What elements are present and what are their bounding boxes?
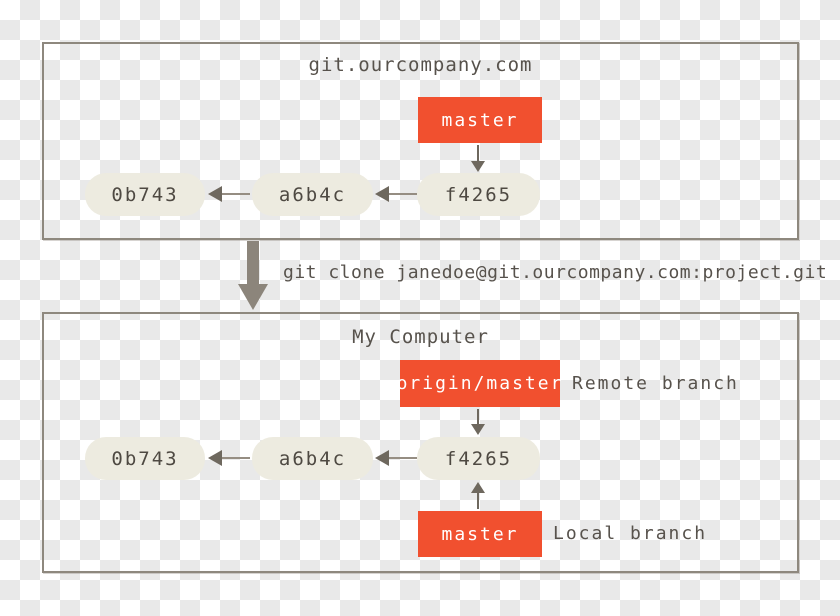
local-master-branch-text: master	[441, 523, 519, 545]
commit-node: 0b743	[85, 173, 205, 216]
commit-node: a6b4c	[252, 173, 373, 216]
arrow-down-icon	[470, 409, 486, 435]
local-computer-title: My Computer	[352, 326, 489, 348]
remote-server-box: git.ourcompany.com	[42, 42, 799, 240]
commit-hash: f4265	[444, 447, 513, 470]
commit-hash: a6b4c	[278, 447, 347, 470]
remote-master-branch-label: master	[418, 97, 542, 143]
remote-server-title: git.ourcompany.com	[308, 54, 533, 76]
origin-master-branch-label: origin/master	[397, 360, 561, 407]
clone-command: git clone janedoe@git.ourcompany.com:pro…	[283, 262, 828, 283]
arrow-left-icon	[375, 186, 417, 202]
commit-node: 0b743	[85, 437, 205, 480]
arrow-left-icon	[208, 450, 250, 466]
commit-hash: 0b743	[111, 447, 179, 470]
commit-hash: a6b4c	[278, 183, 347, 206]
local-computer-box: My Computer	[42, 312, 799, 573]
remote-master-branch-text: master	[441, 109, 519, 131]
origin-master-branch-text: origin/master	[396, 373, 564, 394]
remote-branch-caption: Remote branch	[572, 373, 739, 394]
arrow-left-icon	[208, 186, 250, 202]
commit-hash: 0b743	[111, 183, 179, 206]
clone-arrow-icon	[238, 241, 268, 310]
commit-node: f4265	[417, 173, 540, 216]
local-branch-caption: Local branch	[553, 523, 708, 544]
arrow-up-icon	[470, 482, 486, 509]
arrow-left-icon	[375, 450, 417, 466]
commit-node: f4265	[417, 437, 540, 480]
commit-node: a6b4c	[252, 437, 373, 480]
arrow-down-icon	[470, 145, 486, 172]
local-master-branch-label: master	[418, 511, 542, 557]
commit-hash: f4265	[444, 183, 513, 206]
